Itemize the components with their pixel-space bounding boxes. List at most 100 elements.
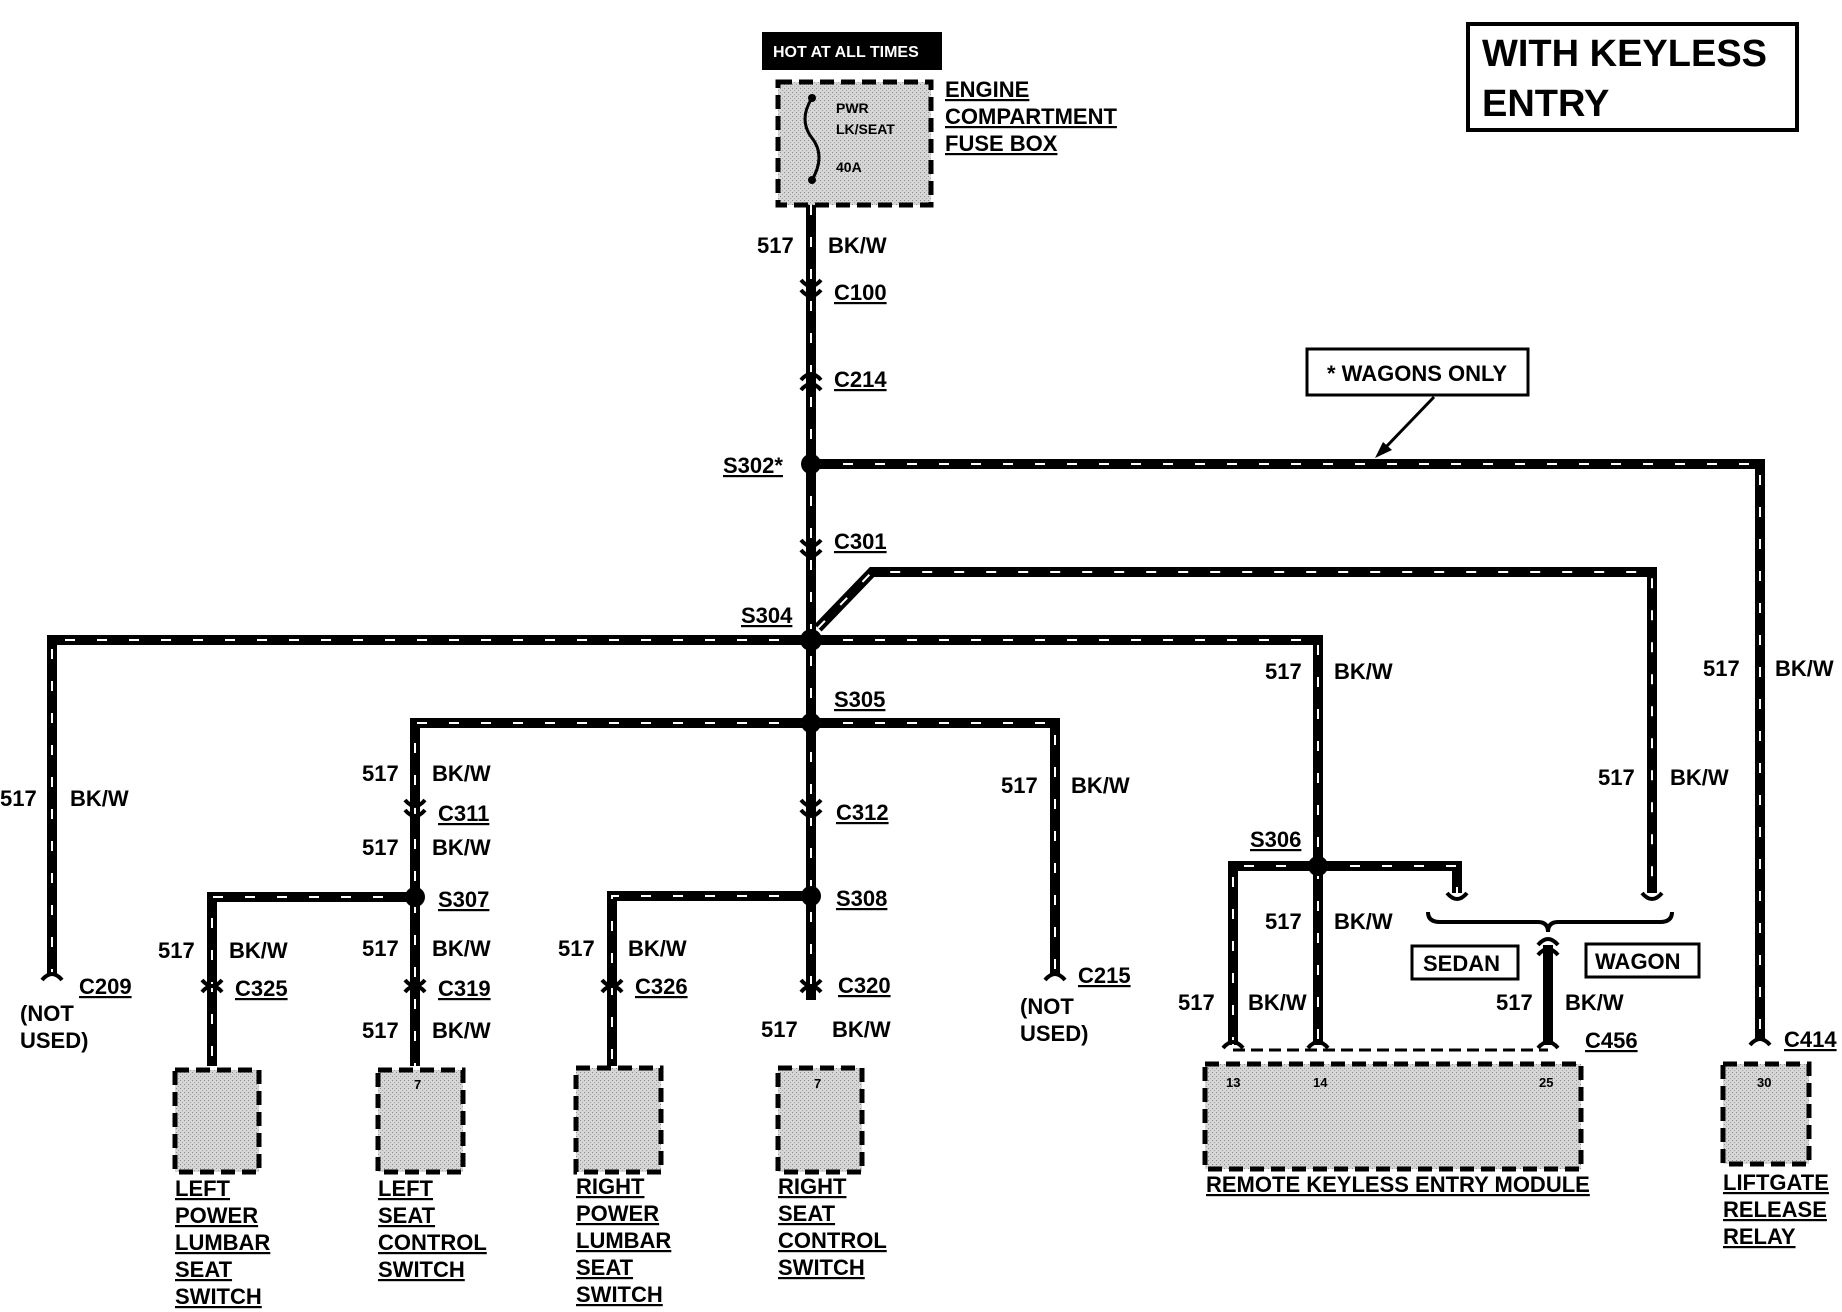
svg-text:CONTROL: CONTROL <box>378 1230 487 1255</box>
svg-text:BK/W: BK/W <box>832 1017 891 1042</box>
svg-text:517: 517 <box>558 936 595 961</box>
pin-rke14: 14 <box>1313 1075 1328 1090</box>
circuit-number-labels: 517 517 517 517 517 517 517 517 517 517 … <box>0 233 1740 1043</box>
label-c326: C326 <box>635 974 688 999</box>
svg-text:LIFTGATE: LIFTGATE <box>1723 1170 1829 1195</box>
fusebox-label-1: ENGINE <box>945 77 1029 102</box>
fuse-name-1: PWR <box>836 100 869 116</box>
label-c301: C301 <box>834 529 887 554</box>
svg-text:517: 517 <box>1265 659 1302 684</box>
splice-s305 <box>801 713 821 733</box>
svg-text:BK/W: BK/W <box>432 835 491 860</box>
svg-text:BK/W: BK/W <box>1334 659 1393 684</box>
svg-text:517: 517 <box>1703 656 1740 681</box>
svg-text:SWITCH: SWITCH <box>778 1255 865 1280</box>
svg-text:RIGHT: RIGHT <box>778 1174 847 1199</box>
title-line-2: ENTRY <box>1482 83 1609 125</box>
svg-text:* WAGONS ONLY: * WAGONS ONLY <box>1327 361 1507 386</box>
svg-text:BK/W: BK/W <box>1670 765 1729 790</box>
label-s305: S305 <box>834 687 885 712</box>
label-c325: C325 <box>235 976 288 1001</box>
svg-text:517: 517 <box>362 761 399 786</box>
splice-s307 <box>405 887 425 907</box>
title-line-1: WITH KEYLESS <box>1482 33 1767 75</box>
c215-not-used-2: USED) <box>1020 1021 1088 1046</box>
fuse-icon <box>803 97 821 181</box>
c209-not-used-2: USED) <box>20 1028 88 1053</box>
svg-text:SWITCH: SWITCH <box>175 1284 262 1309</box>
splice-s302 <box>801 454 821 474</box>
label-s304: S304 <box>741 603 793 628</box>
sedan-wagon-selector: SEDAN WAGON <box>1410 911 1701 981</box>
svg-text:SEAT: SEAT <box>378 1203 436 1228</box>
svg-text:LUMBAR: LUMBAR <box>576 1228 671 1253</box>
svg-text:RELAY: RELAY <box>1723 1224 1796 1249</box>
pin-rke25: 25 <box>1539 1075 1553 1090</box>
svg-text:SEAT: SEAT <box>576 1255 634 1280</box>
svg-text:CONTROL: CONTROL <box>778 1228 887 1253</box>
wires <box>47 205 1765 1066</box>
right-power-lumbar-seat-switch <box>573 1065 664 1175</box>
engine-compartment-fuse-box: PWR LK/SEAT 40A <box>775 79 934 208</box>
pin-lift: 30 <box>1757 1075 1771 1090</box>
fuse-rating: 40A <box>836 159 862 175</box>
svg-text:SEAT: SEAT <box>778 1201 836 1226</box>
svg-text:BK/W: BK/W <box>229 938 288 963</box>
svg-text:SEAT: SEAT <box>175 1257 233 1282</box>
wagon-label: WAGON <box>1595 949 1681 974</box>
svg-text:BK/W: BK/W <box>432 761 491 786</box>
component-labels: LEFT POWER LUMBAR SEAT SWITCH LEFT SEAT … <box>175 1170 1829 1309</box>
svg-text:BK/W: BK/W <box>1248 990 1307 1015</box>
fusebox-label-2: COMPARTMENT <box>945 104 1117 129</box>
svg-text:BK/W: BK/W <box>1071 773 1130 798</box>
c209-not-used-1: (NOT <box>20 1001 74 1026</box>
svg-text:POWER: POWER <box>175 1203 258 1228</box>
svg-text:SWITCH: SWITCH <box>576 1282 663 1307</box>
svg-text:HOT AT ALL TIMES: HOT AT ALL TIMES <box>773 44 919 61</box>
svg-text:BK/W: BK/W <box>1334 909 1393 934</box>
right-seat-control-switch <box>775 1065 865 1175</box>
svg-text:517: 517 <box>362 936 399 961</box>
svg-text:517: 517 <box>1496 990 1533 1015</box>
svg-text:517: 517 <box>362 835 399 860</box>
svg-text:517: 517 <box>1598 765 1635 790</box>
wagons-only-callout: * WAGONS ONLY <box>1305 347 1530 458</box>
label-c209: C209 <box>79 974 132 999</box>
c215-not-used-1: (NOT <box>1020 994 1074 1019</box>
svg-text:517: 517 <box>0 786 37 811</box>
label-c320: C320 <box>838 973 891 998</box>
hot-at-all-times-label: HOT AT ALL TIMES <box>762 32 942 70</box>
svg-text:POWER: POWER <box>576 1201 659 1226</box>
svg-text:LEFT: LEFT <box>175 1176 231 1201</box>
connector-symbols <box>40 278 1772 1050</box>
wire-color-labels: BK/W BK/W BK/W BK/W BK/W BK/W BK/W BK/W … <box>70 233 1834 1043</box>
label-c100: C100 <box>834 280 887 305</box>
fuse-name-2: LK/SEAT <box>836 121 895 137</box>
left-seat-control-switch <box>375 1067 466 1175</box>
label-c414: C414 <box>1784 1027 1837 1052</box>
svg-text:517: 517 <box>1178 990 1215 1015</box>
liftgate-release-relay <box>1720 1061 1812 1167</box>
svg-text:BK/W: BK/W <box>828 233 887 258</box>
svg-text:517: 517 <box>1001 773 1038 798</box>
label-c215: C215 <box>1078 963 1131 988</box>
svg-text:RELEASE: RELEASE <box>1723 1197 1827 1222</box>
pin-lsc: 7 <box>414 1077 421 1092</box>
sedan-label: SEDAN <box>1423 951 1500 976</box>
label-s306: S306 <box>1250 827 1301 852</box>
title-box: WITH KEYLESS ENTRY <box>1466 22 1799 132</box>
svg-text:REMOTE KEYLESS ENTRY MODULE: REMOTE KEYLESS ENTRY MODULE <box>1206 1172 1590 1197</box>
remote-keyless-entry-module <box>1202 1061 1584 1172</box>
svg-text:BK/W: BK/W <box>432 936 491 961</box>
left-power-lumbar-seat-switch <box>172 1067 262 1175</box>
svg-text:517: 517 <box>362 1018 399 1043</box>
label-s302: S302* <box>723 453 783 478</box>
svg-text:517: 517 <box>761 1017 798 1042</box>
svg-text:LEFT: LEFT <box>378 1176 434 1201</box>
pin-rke13: 13 <box>1226 1075 1240 1090</box>
label-c311: C311 <box>438 801 489 826</box>
splice-s306 <box>1308 856 1328 876</box>
svg-text:LUMBAR: LUMBAR <box>175 1230 270 1255</box>
svg-text:517: 517 <box>158 938 195 963</box>
